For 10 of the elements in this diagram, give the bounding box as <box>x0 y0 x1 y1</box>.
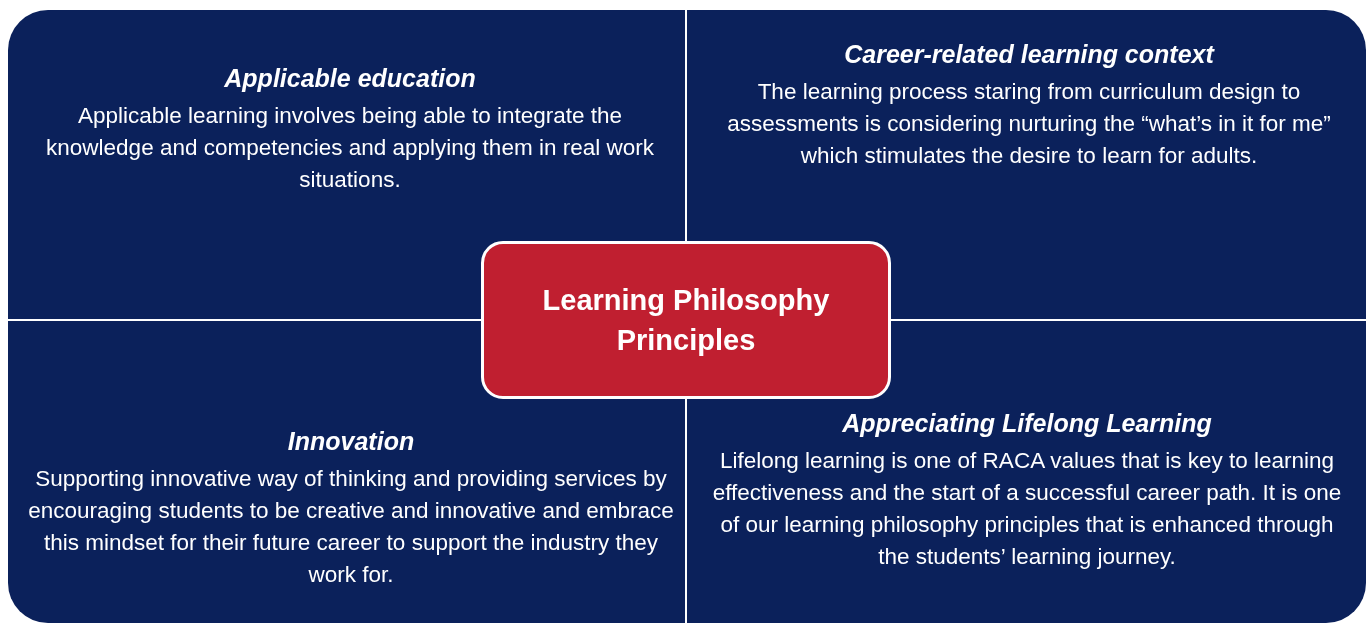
section-description: Applicable learning involves being able to integrate the knowledge and competencies and applying them in real work situations. <box>45 102 655 194</box>
section-heading: Applicable education <box>223 63 477 94</box>
section-heading: Career-related learning context <box>843 39 1216 70</box>
section-description: Lifelong learning is one of RACA values that is key to learning effectiveness and the start of a successful career path. It is one of our learning philosophy principles that is enhanced through the students’ learning journey. <box>711 447 1343 571</box>
section-description: Supporting innovative way of thinking and providing services by encouraging students to be creative and innovative and embrace this mindset for their future career to support the industry they work for. <box>27 465 675 589</box>
section-description: The learning process staring from curriculum design to assessments is considering nurturing the “what’s in it for me” which stimulates the desire to learn for adults. <box>726 78 1332 170</box>
center-box <box>481 241 891 399</box>
center-title: Learning Philosophy Principles <box>541 283 831 358</box>
section-heading: Innovation <box>286 426 416 457</box>
section-heading: Appreciating Lifelong Learning <box>841 408 1213 439</box>
